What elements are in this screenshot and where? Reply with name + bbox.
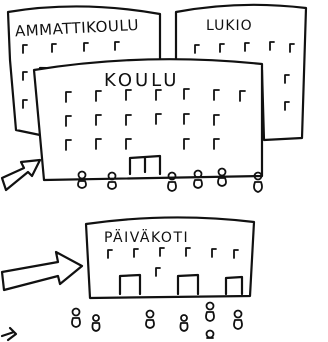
child-figure xyxy=(207,331,214,339)
child-figure xyxy=(146,311,154,329)
child-figure xyxy=(180,315,187,331)
paivakoti-building: PÄIVÄKOTI xyxy=(86,217,254,298)
lukio-sign: LUKIO xyxy=(206,18,253,34)
child-figure xyxy=(92,315,99,331)
paivakoti-sign: PÄIVÄKOTI xyxy=(104,228,189,246)
child-figure xyxy=(206,303,214,322)
arrow-to-koulu xyxy=(2,160,40,190)
child-figure xyxy=(72,309,80,328)
arrow-to-paivakoti xyxy=(2,252,82,290)
arrow-bottom-left xyxy=(2,328,16,340)
paivakoti-children xyxy=(72,303,242,339)
koulu-sign: KOULU xyxy=(104,70,179,91)
koulu-building: KOULU xyxy=(34,59,262,180)
child-figure xyxy=(234,311,242,330)
